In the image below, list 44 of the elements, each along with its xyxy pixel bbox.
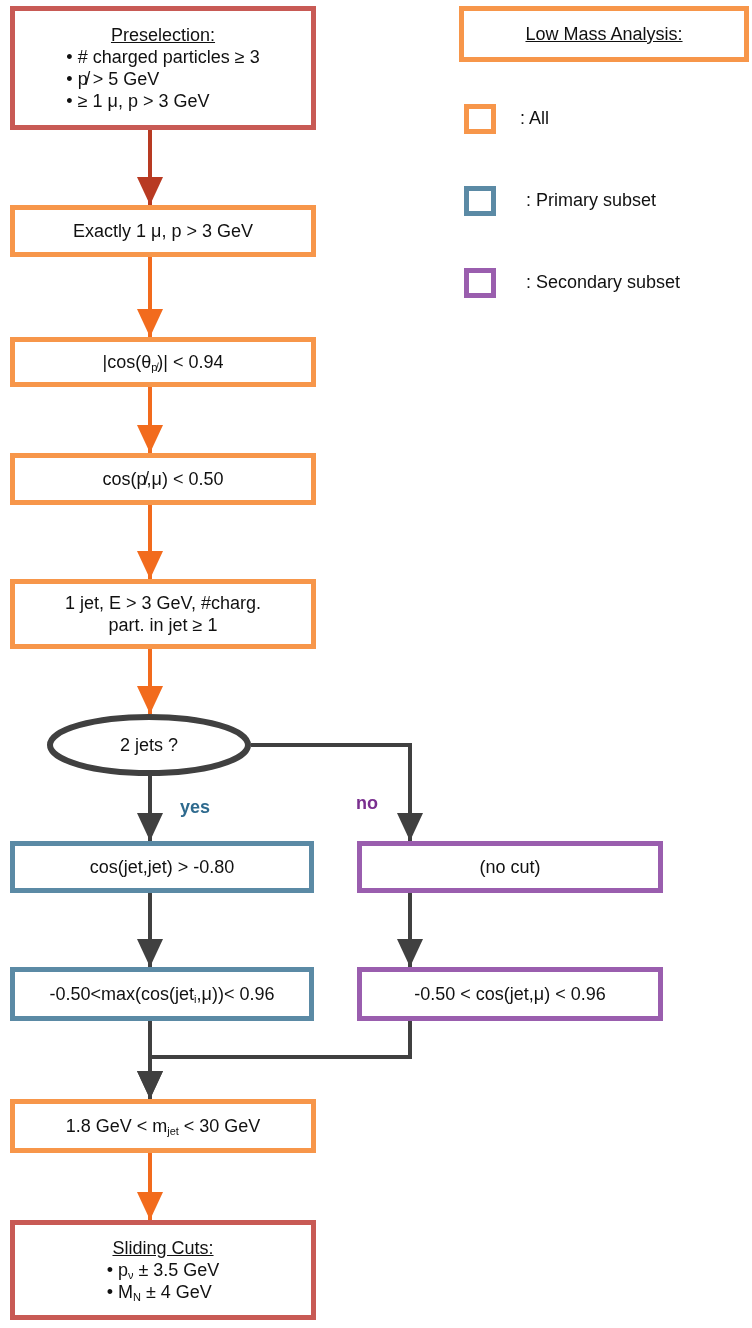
arrow <box>137 257 163 337</box>
arrow <box>137 893 163 967</box>
decision-ellipse <box>47 714 251 776</box>
arrow <box>137 1153 163 1220</box>
box-text: cos(jet,jet) > -0.80 <box>89 856 235 878</box>
bullet-item: • p̸ > 5 GeV <box>66 68 160 90</box>
process-box <box>10 337 316 387</box>
box-text: cos(p̸,μ) < 0.50 <box>102 468 224 490</box>
box-text: -0.50<max(cos(jet$_{i}$,μ))< 0.96 <box>49 983 275 1005</box>
arrow <box>137 776 163 841</box>
legend-label: : Primary subset <box>526 190 657 211</box>
box-text: 1 jet, E > 3 GeV, #charg. part. in jet ≥ 1 <box>64 592 262 636</box>
bullet-item: • p$_{ν}$ ± 3.5 GeV <box>106 1259 220 1281</box>
arrow <box>137 130 163 205</box>
arrow <box>137 387 163 453</box>
arrow <box>137 505 163 579</box>
legend-label: : All <box>520 108 549 129</box>
process-box <box>10 1099 316 1153</box>
arrow <box>137 649 163 714</box>
process-box <box>10 205 316 257</box>
process-box <box>357 841 663 893</box>
process-box <box>10 453 316 505</box>
process-box <box>10 1220 316 1320</box>
box-text: 2 jets ? <box>119 734 178 756</box>
legend-title-box <box>459 6 749 62</box>
legend-label: : Secondary subset <box>526 272 681 293</box>
box-text: 1.8 GeV < m$_{jet}$ < 30 GeV <box>65 1115 261 1137</box>
process-box <box>10 579 316 649</box>
box-heading: Sliding Cuts: <box>112 1237 214 1259</box>
box-text: Exactly 1 μ, p > 3 GeV <box>73 220 253 242</box>
box-text: -0.50 < cos(jet,μ) < 0.96 <box>414 983 606 1005</box>
bullet-item: • M$_{N}$ ± 4 GeV <box>106 1281 212 1303</box>
box-text: |cos(θ$_{p̸}$)| < 0.94 <box>102 351 224 373</box>
arrow <box>251 743 423 841</box>
bullet-item: • # charged particles ≥ 3 <box>66 46 260 68</box>
box-heading: Preselection: <box>110 24 216 46</box>
arrow <box>397 893 423 967</box>
process-box <box>10 841 314 893</box>
process-box <box>10 6 316 130</box>
box-text: Low Mass Analysis: <box>525 23 683 45</box>
bullet-item: • ≥ 1 μ, p > 3 GeV <box>66 90 210 112</box>
process-box <box>10 967 314 1021</box>
box-text: (no cut) <box>479 856 541 878</box>
process-box <box>357 967 663 1021</box>
